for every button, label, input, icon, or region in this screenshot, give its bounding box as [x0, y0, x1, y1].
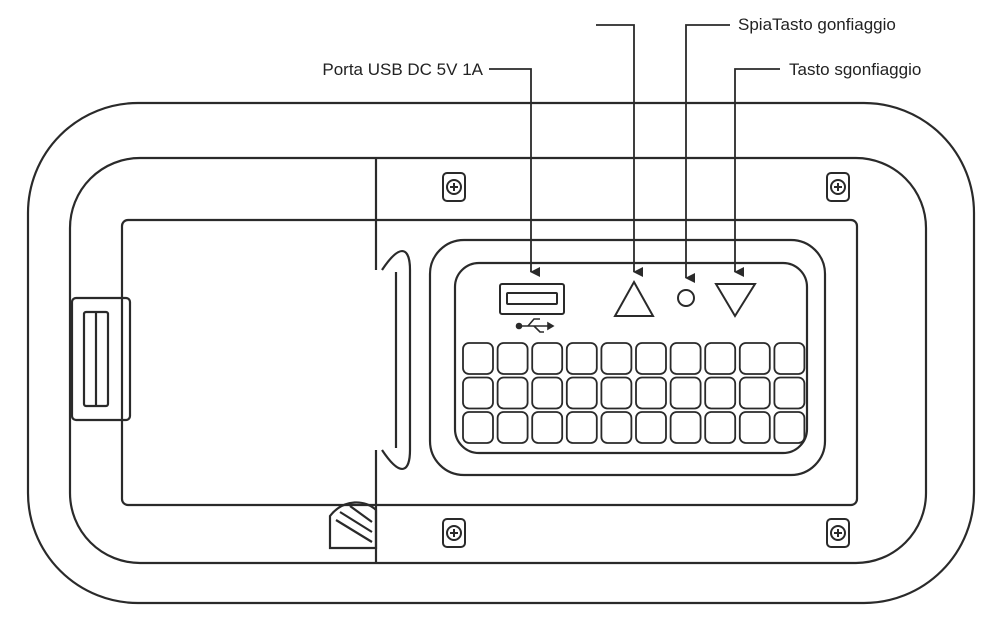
speaker-grid-cell — [531, 411, 564, 444]
device-inner-frame — [68, 156, 928, 565]
speaker-grid-cell — [600, 342, 633, 375]
control-panel-inner — [453, 261, 809, 455]
speaker-grid-cell — [496, 342, 529, 375]
speaker-grid-cell — [600, 411, 633, 444]
speaker-grid-cell — [704, 411, 737, 444]
cover-hinge — [381, 250, 412, 470]
device-outer-body — [26, 101, 976, 605]
speaker-grid-cell — [738, 342, 771, 375]
speaker-grid-cell — [704, 342, 737, 375]
speaker-grid-cell — [531, 376, 564, 410]
speaker-grid-cell — [773, 411, 806, 444]
leader-inflate — [596, 24, 643, 277]
indicator-led-icon — [677, 289, 695, 307]
speaker-grid-cell — [600, 376, 633, 410]
bottom-latch — [328, 501, 378, 550]
control-panel-outer — [428, 238, 827, 477]
speaker-grid-cell — [565, 376, 598, 410]
speaker-grid-cell — [669, 411, 702, 444]
speaker-grid-cell — [462, 376, 494, 410]
leader-usb — [489, 68, 540, 277]
speaker-grid-cell — [669, 342, 702, 375]
speaker-grid-cell — [496, 411, 529, 444]
speaker-grid-cell — [462, 411, 494, 444]
speaker-grid-cell — [531, 342, 564, 375]
speaker-grid-cell — [635, 411, 667, 444]
speaker-grid-cell — [565, 342, 598, 375]
usb-icon — [515, 318, 555, 333]
speaker-grid-cell — [738, 411, 771, 444]
screw-top-right-icon — [826, 172, 850, 202]
speaker-grid-cell — [635, 342, 667, 375]
central-plate — [120, 218, 859, 507]
leader-indicator — [685, 24, 730, 283]
speaker-grid-cell — [462, 342, 494, 375]
speaker-grid-cell — [565, 411, 598, 444]
usb-port — [499, 283, 565, 315]
speaker-grid-cell — [704, 376, 737, 410]
speaker-grid — [462, 342, 806, 444]
speaker-grid-cell — [773, 376, 806, 410]
deflate-button-triangle-down-icon[interactable] — [714, 283, 757, 318]
screw-bottom-right-icon — [826, 518, 850, 548]
speaker-grid-cell — [773, 342, 806, 375]
speaker-grid-cell — [738, 376, 771, 410]
label-usb-port: Porta USB DC 5V 1A — [322, 60, 483, 79]
inflate-button-triangle-up-icon[interactable] — [613, 279, 655, 317]
leader-deflate — [734, 68, 780, 277]
speaker-grid-cell — [669, 376, 702, 410]
screw-top-left-icon — [442, 172, 466, 202]
label-deflate-button: Tasto sgonfiaggio — [789, 60, 921, 79]
speaker-grid-cell — [635, 376, 667, 410]
label-indicator-inflate: SpiaTasto gonfiaggio — [738, 15, 896, 34]
side-clip — [70, 296, 132, 422]
screw-bottom-left-icon — [442, 518, 466, 548]
speaker-grid-cell — [496, 376, 529, 410]
